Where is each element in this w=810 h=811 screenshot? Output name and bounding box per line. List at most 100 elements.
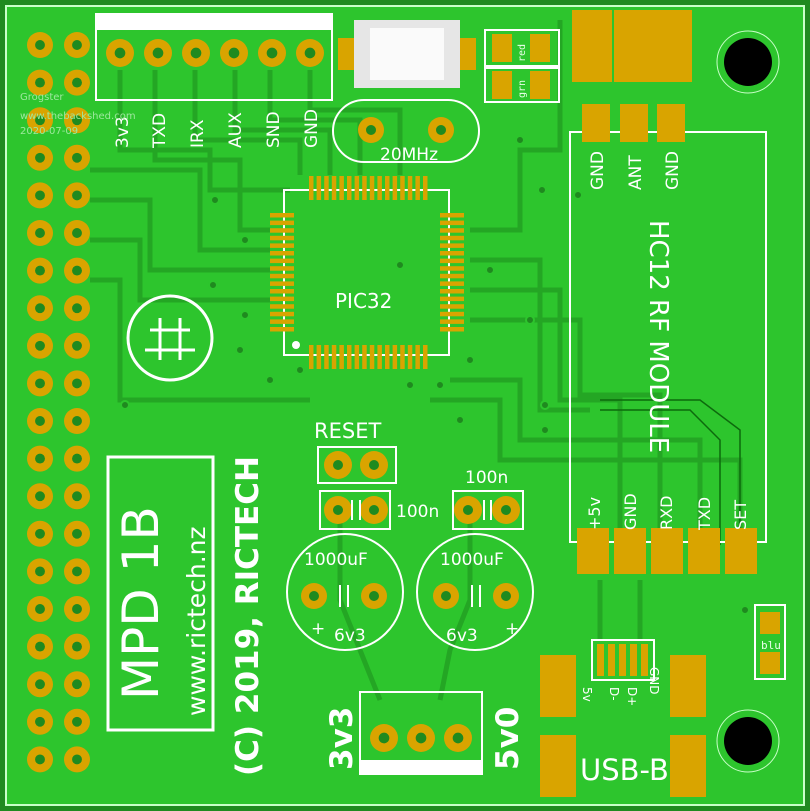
website: www.rictech.nz bbox=[182, 526, 211, 716]
traces bbox=[90, 20, 743, 701]
usb-pad bbox=[597, 644, 604, 676]
header-pin bbox=[27, 107, 53, 134]
top-header-pin bbox=[220, 39, 248, 67]
header-pin bbox=[27, 257, 53, 284]
svg-text:D-: D- bbox=[607, 687, 621, 701]
mcu-pin bbox=[440, 266, 464, 271]
reset-label: RESET bbox=[314, 419, 381, 443]
mcu-pin bbox=[362, 345, 367, 369]
top-header-pin bbox=[144, 39, 172, 67]
rf-module-title: HC12 RF MODULE bbox=[643, 220, 673, 453]
header-pin bbox=[27, 633, 53, 660]
header-pin bbox=[64, 220, 90, 246]
header-pin bbox=[27, 596, 53, 622]
header-pin bbox=[27, 483, 53, 510]
svg-text:+: + bbox=[311, 619, 325, 639]
pin-label-txd: TXD bbox=[150, 113, 170, 149]
mcu-pin bbox=[316, 345, 322, 369]
header-pin bbox=[27, 445, 53, 472]
power-left-label: 3v3 bbox=[324, 707, 360, 770]
mcu-pin bbox=[423, 176, 428, 200]
header-pin bbox=[64, 69, 90, 96]
rf-pin-gnd: GND bbox=[621, 493, 640, 530]
mcu-pin bbox=[270, 311, 294, 317]
header-pin bbox=[64, 408, 90, 434]
svg-text:grn: grn bbox=[517, 80, 528, 98]
header-pin bbox=[64, 370, 90, 397]
header-pin bbox=[64, 708, 90, 735]
mcu-pin bbox=[324, 345, 329, 369]
mcu-pin bbox=[347, 176, 352, 200]
header-pin bbox=[27, 408, 53, 434]
led-blu: blu bbox=[754, 604, 786, 680]
mcu-pin bbox=[270, 220, 294, 226]
rictech-logo bbox=[126, 294, 214, 382]
mcu-pin bbox=[324, 176, 329, 200]
mounting-holes bbox=[716, 30, 780, 773]
cap-100n-2: 100n bbox=[452, 468, 524, 530]
reset-button: RESET bbox=[314, 419, 397, 484]
mcu-pin bbox=[270, 304, 294, 309]
smd-resonator bbox=[338, 20, 476, 88]
header-pin bbox=[64, 107, 90, 134]
mcu-pin bbox=[440, 319, 464, 324]
mcu-pin bbox=[270, 213, 294, 218]
top-header-pin bbox=[258, 39, 286, 67]
top-header-pin bbox=[296, 39, 324, 67]
mcu-pin bbox=[440, 296, 464, 302]
svg-text:D+: D+ bbox=[625, 687, 639, 706]
led-red: red bbox=[484, 29, 560, 67]
mcu-pin bbox=[385, 176, 390, 200]
rf-pin-set: SET bbox=[731, 500, 750, 530]
board-name: MPD 1B bbox=[112, 506, 170, 700]
top-header-labels: 3v3 TXD IRX AUX SND GND bbox=[113, 109, 322, 149]
left-header bbox=[27, 32, 90, 773]
header-pin bbox=[27, 370, 53, 397]
pin-label-snd: SND bbox=[264, 111, 284, 148]
jumper-pin bbox=[407, 724, 435, 752]
mcu-pin bbox=[377, 345, 382, 369]
header-pin bbox=[64, 746, 90, 773]
rf-pad bbox=[688, 528, 720, 574]
top-header bbox=[95, 13, 333, 101]
svg-text:6v3: 6v3 bbox=[334, 626, 366, 646]
mcu-pin bbox=[415, 345, 420, 369]
jumper-pin bbox=[370, 724, 398, 752]
mcu-pin bbox=[440, 251, 464, 256]
mcu-pin bbox=[423, 345, 428, 369]
usb-pad bbox=[641, 644, 648, 676]
header-pin bbox=[64, 558, 90, 585]
mcu-pin bbox=[270, 251, 294, 256]
pin-label-irx: IRX bbox=[188, 119, 208, 148]
header-pin bbox=[27, 332, 53, 359]
header-pin bbox=[64, 295, 90, 322]
header-pin bbox=[64, 520, 90, 547]
mcu-pin bbox=[270, 319, 294, 324]
mcu-pin bbox=[270, 281, 294, 286]
mcu-pin bbox=[270, 273, 294, 279]
header-pin bbox=[27, 708, 53, 735]
header-pin bbox=[27, 69, 53, 96]
mcu-pin bbox=[407, 345, 413, 369]
mcu-pin bbox=[354, 176, 360, 200]
rf-pad bbox=[577, 528, 609, 574]
svg-text:6v3: 6v3 bbox=[446, 626, 478, 646]
copyright: (C) 2019, RICTECH bbox=[230, 456, 266, 776]
header-pin bbox=[27, 182, 53, 209]
mcu-pin bbox=[385, 345, 390, 369]
mcu-pin bbox=[270, 228, 294, 233]
mcu-pin bbox=[331, 345, 337, 369]
mcu-pin bbox=[400, 345, 405, 369]
header-pin bbox=[27, 220, 53, 246]
mcu-pin bbox=[440, 235, 464, 241]
mcu-pin bbox=[440, 327, 464, 332]
header-pin bbox=[64, 483, 90, 510]
crystal-20mhz: 20MHz bbox=[332, 99, 480, 165]
usb-pad bbox=[630, 644, 637, 676]
mcu-pin bbox=[440, 220, 464, 226]
mcu-pin bbox=[440, 311, 464, 317]
mcu-pin bbox=[339, 176, 344, 200]
header-pin bbox=[64, 257, 90, 284]
usb-pad bbox=[619, 644, 626, 676]
